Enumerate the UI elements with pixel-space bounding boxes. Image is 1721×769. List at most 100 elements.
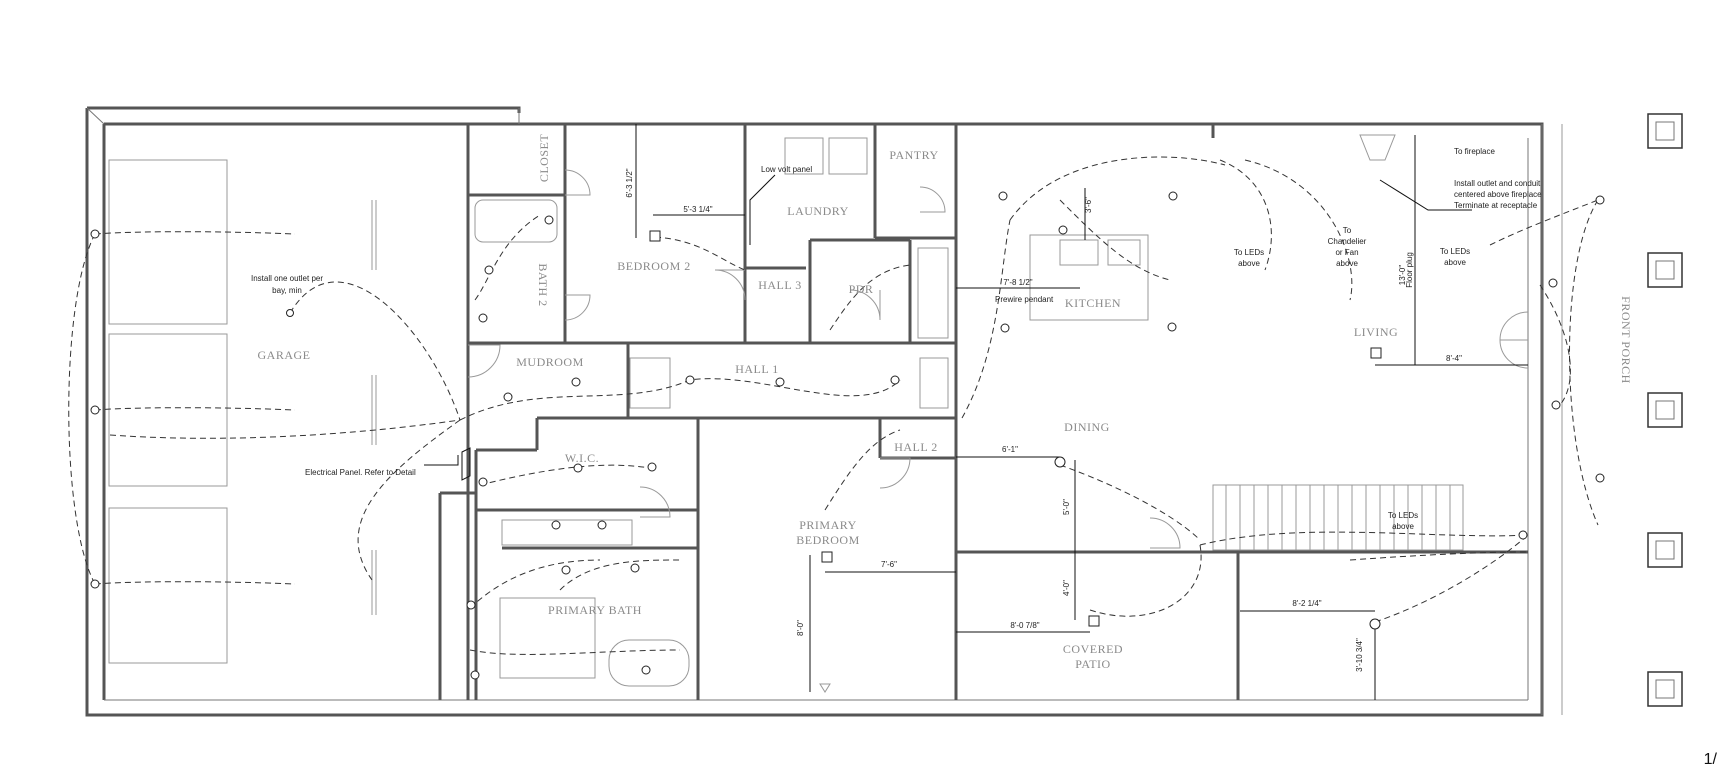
- note-leds-living: above: [1444, 258, 1466, 267]
- dimension-label: 13'-0": [1398, 265, 1407, 286]
- fixture-symbol: [1551, 400, 1561, 410]
- porch-posts: [1647, 113, 1683, 707]
- fixture-symbol: [544, 215, 554, 225]
- symbol: [819, 683, 831, 693]
- fixture-symbol: [630, 563, 640, 573]
- dimension-label: 5'-0": [1062, 499, 1071, 515]
- wiring: [68, 156, 1599, 655]
- fixture-symbol: [551, 520, 561, 530]
- fixture-symbol: [647, 462, 657, 472]
- fixture-symbol: [90, 579, 100, 589]
- fixture-symbol: [1548, 278, 1558, 288]
- note-low-volt: Low volt panel: [761, 165, 812, 174]
- fixture-symbol: [1595, 473, 1605, 483]
- note-fireplace: Install outlet and conduit: [1454, 179, 1541, 188]
- fixture-symbol: [478, 477, 488, 487]
- interior-walls: [438, 124, 1528, 700]
- room-label-closet: CLOSET: [537, 134, 551, 183]
- floor-plug-symbol: [1370, 347, 1382, 359]
- annotations: Install one outlet per bay, min Electric…: [251, 147, 1542, 531]
- door-swings: [467, 169, 1529, 549]
- note-fireplace: Terminate at receptacle: [1454, 201, 1538, 210]
- floor-plug-symbol: [649, 230, 661, 242]
- fixture-symbol: [1167, 322, 1177, 332]
- exterior-walls: [85, 106, 1544, 717]
- dimension-label: 5'-3 1/4": [683, 205, 712, 214]
- fixture-symbol: [470, 670, 480, 680]
- room-label-laundry: LAUNDRY: [787, 204, 849, 218]
- note-chandelier: or Fan: [1335, 248, 1358, 257]
- room-label-primary-bath: PRIMARY BATH: [548, 603, 642, 617]
- dimension-label: 3'-10 3/4": [1355, 638, 1364, 672]
- dimension-label: 7'-8 1/2": [1003, 278, 1032, 287]
- fixture-symbol: [1595, 195, 1605, 205]
- room-label-bath2: BATH 2: [536, 263, 550, 306]
- dimension-label: 8'-4": [1446, 354, 1462, 363]
- note-prewire: Prewire pendant: [995, 295, 1054, 304]
- dimension-label: 8'-2 1/4": [1292, 599, 1321, 608]
- dimension-lines: [424, 124, 1528, 700]
- fixture-symbol: [573, 463, 583, 473]
- note-leds-kitchen: above: [1238, 259, 1260, 268]
- note-chandelier: To: [1343, 226, 1352, 235]
- note-electrical-panel: Electrical Panel. Refer to Detail: [305, 468, 416, 477]
- fixture-symbol: [571, 377, 581, 387]
- fixture-symbol: [1168, 191, 1178, 201]
- room-label-wic: W.I.C.: [565, 451, 599, 465]
- dimension-label: 6'-3 1/2": [625, 168, 634, 197]
- porch-post: [1647, 532, 1683, 568]
- floor-plug-symbol: [1088, 615, 1100, 627]
- fixture-symbol: [1518, 530, 1528, 540]
- porch-post: [1647, 392, 1683, 428]
- note-garage-outlet: bay, min: [272, 286, 302, 295]
- room-label-front-porch: FRONT PORCH: [1619, 296, 1633, 384]
- receptacle-symbol: [286, 309, 294, 317]
- room-label-hall1: HALL 1: [735, 362, 779, 376]
- note-leds-stair: above: [1392, 522, 1414, 531]
- room-label-pdr: PDR: [849, 282, 874, 296]
- fixture-symbol: [998, 191, 1008, 201]
- porch-post: [1647, 671, 1683, 707]
- room-label-dining: DINING: [1064, 420, 1110, 434]
- note-leds-stair: To LEDs: [1388, 511, 1418, 520]
- room-label-living: LIVING: [1354, 325, 1398, 339]
- note-chandelier: above: [1336, 259, 1358, 268]
- room-label-hall3: HALL 3: [758, 278, 802, 292]
- fixture-symbol: [1058, 225, 1068, 235]
- porch-post: [1647, 252, 1683, 288]
- fixture-symbol: [478, 313, 488, 323]
- room-label-covered-patio: COVERED: [1063, 642, 1123, 656]
- page-number: 1/: [1703, 751, 1717, 768]
- porch-post: [1647, 113, 1683, 149]
- fixture-symbol: [890, 375, 900, 385]
- fixtures: [108, 124, 1563, 715]
- fixture-symbol: [641, 665, 651, 675]
- room-label-primary-bedroom: PRIMARY: [799, 518, 857, 532]
- room-label-bedroom2: BEDROOM 2: [617, 259, 691, 273]
- room-label-covered-patio: PATIO: [1075, 657, 1110, 671]
- room-label-pantry: PANTRY: [889, 148, 938, 162]
- fixture-symbol: [503, 392, 513, 402]
- stair-treads: [1225, 485, 1451, 550]
- dimension-label: 4'-0": [1062, 580, 1071, 596]
- fixture-symbol: [775, 377, 785, 387]
- note-floor-plug: Floor plug: [1405, 252, 1414, 288]
- floor-plug-symbol: [821, 551, 833, 563]
- pendant-symbol: [1369, 618, 1381, 630]
- fixture-symbol: [90, 229, 100, 239]
- room-label-hall2: HALL 2: [894, 440, 938, 454]
- dimension-label: 8'-0": [796, 620, 805, 636]
- note-leds-living: To LEDs: [1440, 247, 1470, 256]
- dimension-label: 3'-6": [1084, 197, 1093, 213]
- note-to-fireplace: To fireplace: [1454, 147, 1495, 156]
- dimension-label: 7'-6": [881, 560, 897, 569]
- note-garage-outlet: Install one outlet per: [251, 274, 323, 283]
- fixture-symbol: [466, 600, 476, 610]
- note-leds-kitchen: To LEDs: [1234, 248, 1264, 257]
- dimension-label: 8'-0 7/8": [1010, 621, 1039, 630]
- dimension-label: 6'-1": [1002, 445, 1018, 454]
- room-label-primary-bedroom: BEDROOM: [796, 533, 860, 547]
- panel-symbol: [461, 447, 471, 481]
- fixture-symbol: [685, 375, 695, 385]
